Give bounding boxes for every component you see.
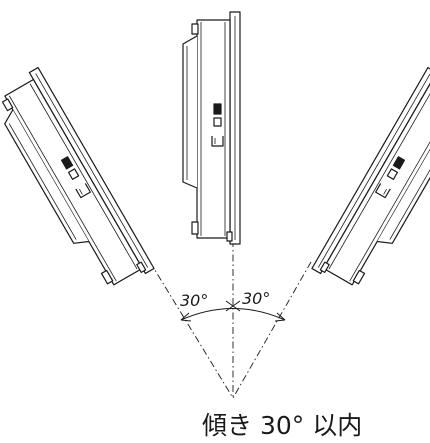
right-reference-line <box>232 261 312 399</box>
left-angle-label: 30° <box>180 291 208 310</box>
tilt-caption: 傾き 30° 以内 <box>202 411 363 440</box>
panel-right-tilted-icon <box>311 66 430 298</box>
left-reference-line <box>149 261 234 399</box>
reference-lines <box>149 240 312 399</box>
panel-left-tilted-icon <box>0 66 155 298</box>
right-angle-label: 30° <box>242 289 270 308</box>
angle-arc-icon <box>180 300 286 322</box>
panel-center-icon <box>182 11 241 245</box>
